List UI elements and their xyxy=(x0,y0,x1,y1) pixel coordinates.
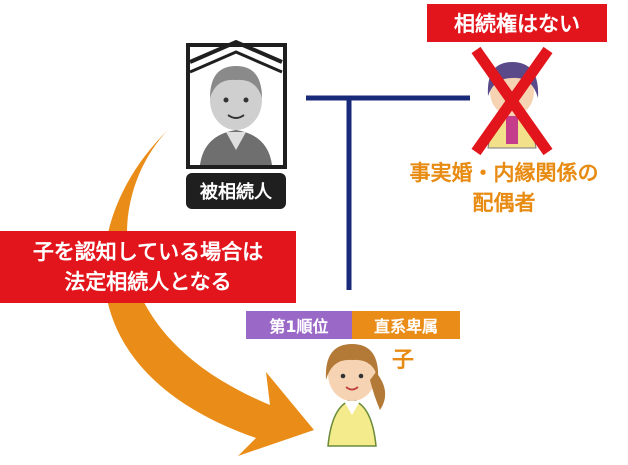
relation-badge: 直系卑属 xyxy=(352,311,460,339)
recognition-note-line2: 法定相続人となる xyxy=(64,270,232,294)
relationship-lines xyxy=(306,95,470,290)
no-inheritance-label: 相続権はない xyxy=(427,4,607,42)
deceased-portrait-icon xyxy=(186,39,287,169)
child-girl-icon xyxy=(325,344,386,447)
curved-arrow-icon xyxy=(103,130,314,456)
deceased-label: 被相続人 xyxy=(186,173,286,209)
child-label: 子 xyxy=(392,348,415,373)
partner-label-line2: 配偶者 xyxy=(472,191,536,215)
recognition-note: 子を認知している場合は 法定相続人となる xyxy=(0,231,296,303)
partner-label-line1: 事実婚・内縁関係の xyxy=(409,161,599,185)
recognition-note-line1: 子を認知している場合は xyxy=(32,240,264,264)
rank-badge: 第1順位 xyxy=(246,311,352,339)
red-cross-mark-icon xyxy=(471,46,553,156)
partner-label: 事実婚・内縁関係の 配偶者 xyxy=(380,158,628,218)
